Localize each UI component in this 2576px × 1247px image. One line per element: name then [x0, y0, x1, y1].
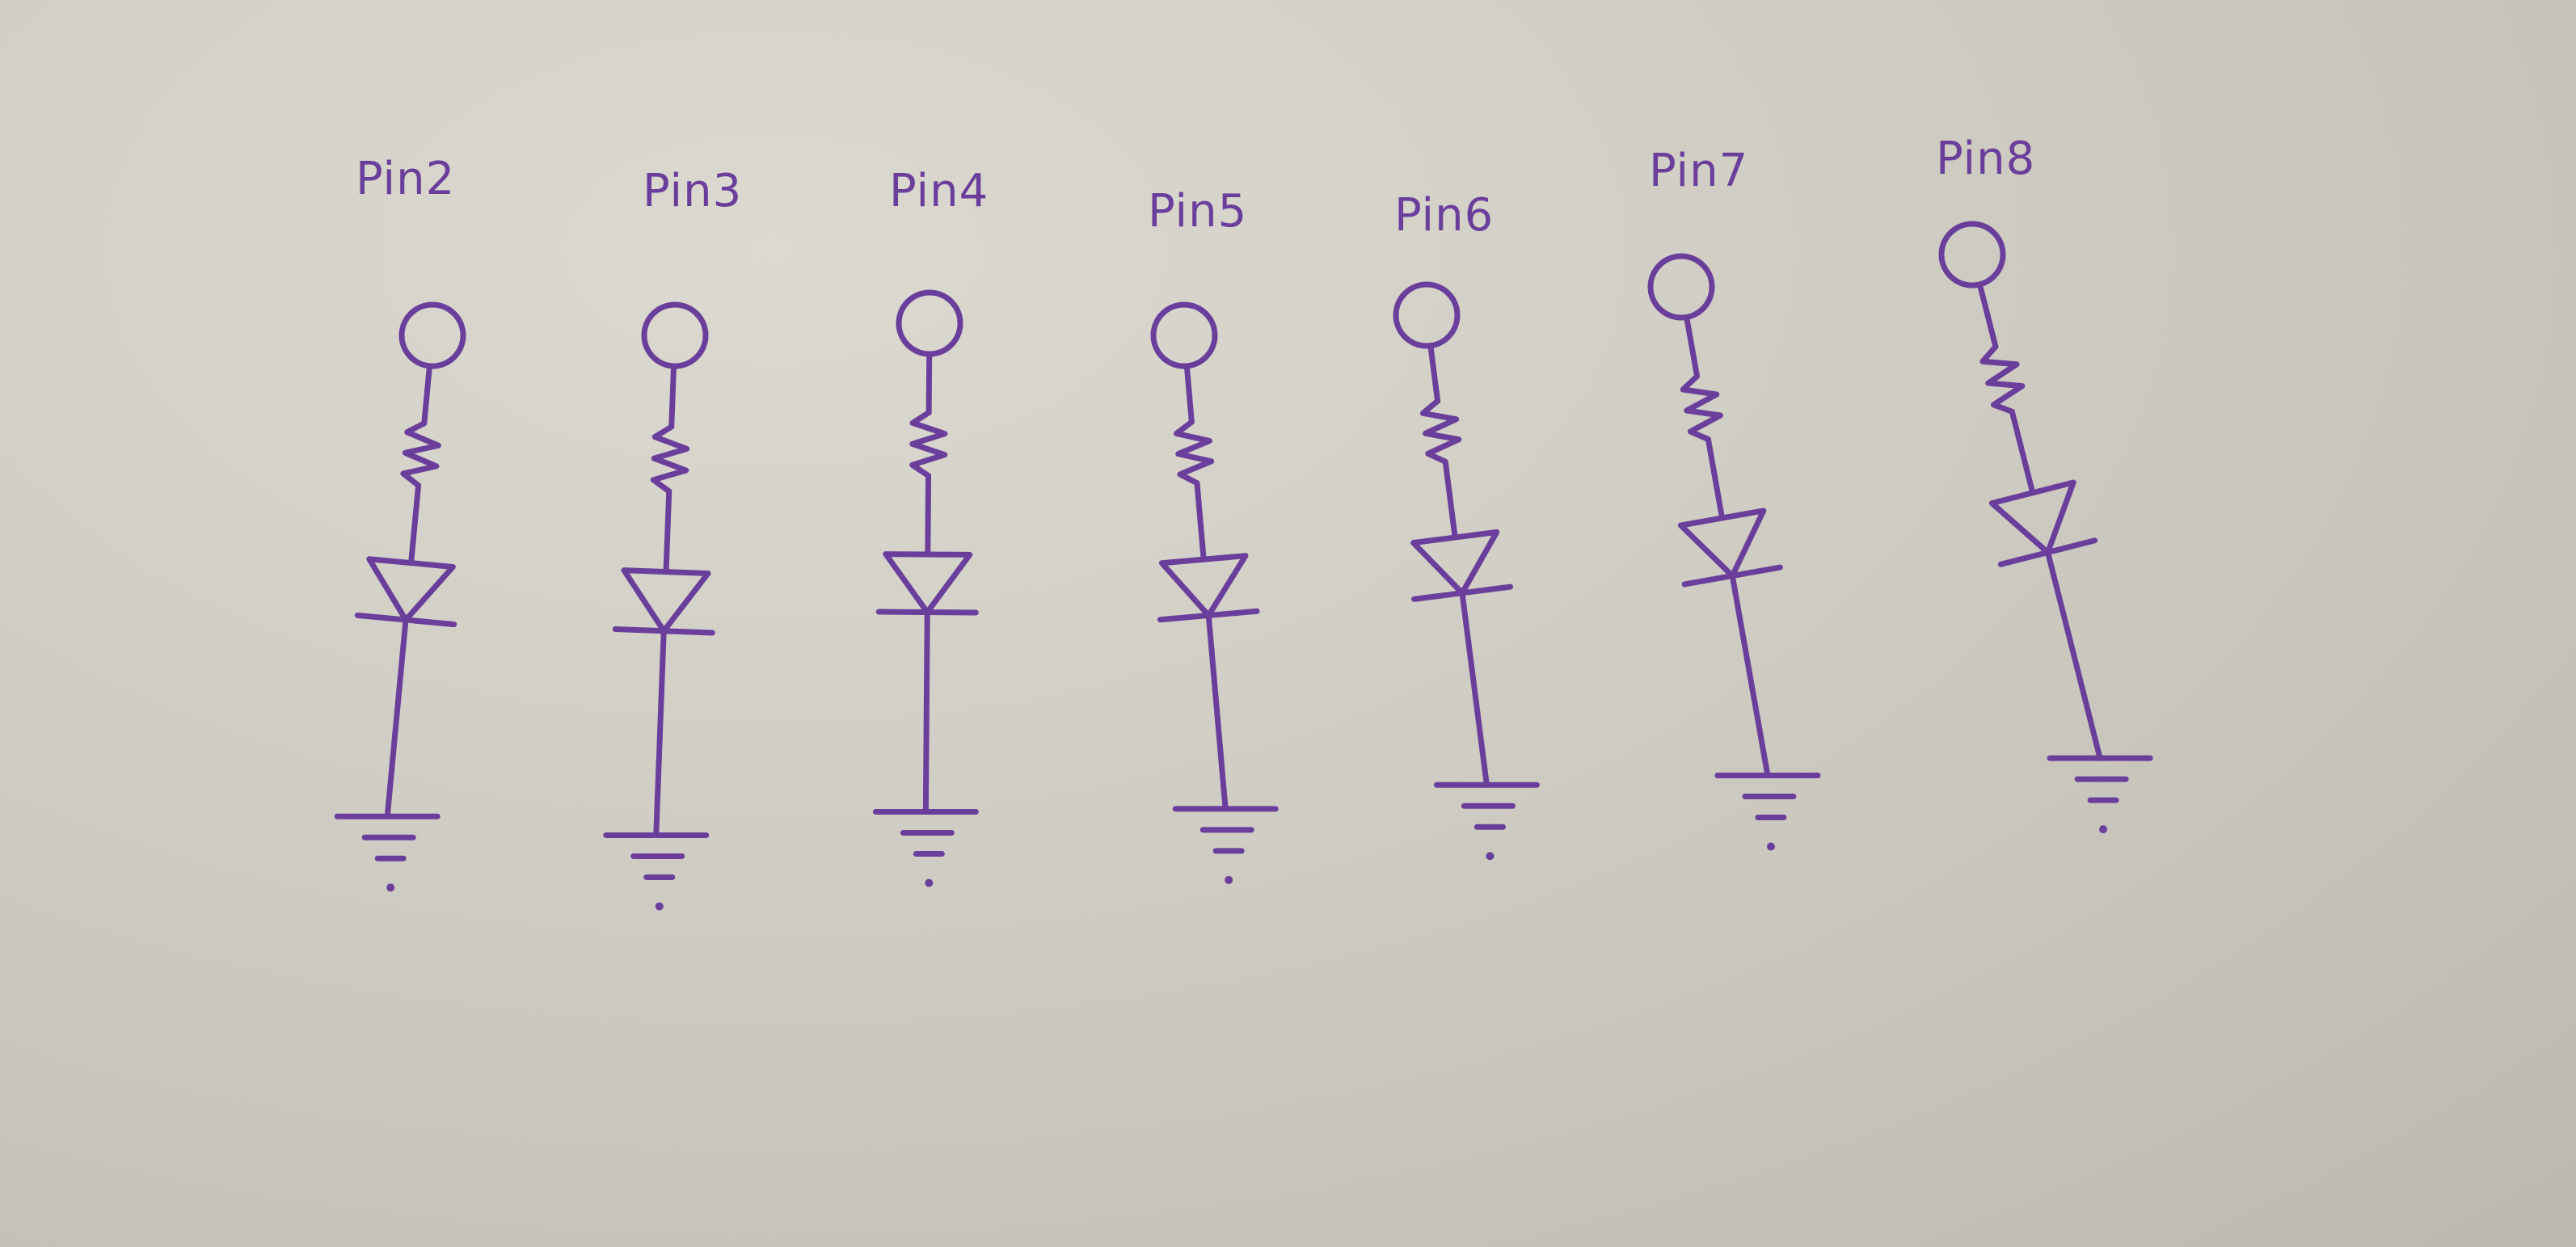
circuit-path: [872, 289, 979, 887]
wire: [384, 617, 409, 819]
pin-label: Pin4: [889, 165, 989, 217]
resistor: [650, 423, 690, 495]
wire: [922, 609, 930, 815]
diode-triangle: [1677, 508, 1767, 579]
wire: [1183, 363, 1195, 425]
wire: [668, 363, 677, 430]
circuit-path: [603, 301, 715, 911]
ground-dot: [1225, 875, 1233, 884]
diode-triangle: [1410, 529, 1500, 596]
circuit-pin3: Pin3: [603, 165, 742, 911]
wire: [925, 473, 932, 558]
terminal-circle: [1393, 281, 1461, 349]
ground-dot: [2099, 825, 2108, 834]
wire: [1684, 314, 1701, 379]
wire: [1459, 590, 1490, 788]
wire: [1205, 613, 1229, 812]
diode-triangle: [366, 556, 456, 623]
diode-triangle: [621, 567, 711, 634]
diode-triangle: [1988, 479, 2076, 555]
resistor: [400, 420, 441, 489]
circuit-path: [1938, 221, 2153, 834]
wire: [653, 628, 667, 838]
circuit-pin5: Pin5: [1148, 185, 1279, 884]
resistor: [1680, 373, 1723, 442]
pin-label: Pin8: [1936, 133, 2035, 185]
terminal-circle: [398, 301, 466, 369]
ground-dot: [655, 902, 664, 911]
circuit-pin7: Pin7: [1647, 145, 1821, 851]
circuit-pin2: Pin2: [334, 153, 466, 892]
circuit-path: [334, 301, 466, 892]
circuit-pin8: Pin8: [1936, 133, 2153, 834]
terminal-circle: [1647, 253, 1715, 321]
wire: [925, 351, 933, 415]
diode-triangle: [883, 551, 973, 615]
wire: [1442, 458, 1458, 541]
resistor: [1419, 398, 1462, 465]
wire: [1976, 281, 1999, 350]
wire: [1705, 436, 1726, 521]
diode-triangle: [1158, 553, 1249, 618]
wire: [1427, 343, 1441, 404]
pin-label: Pin7: [1649, 145, 1748, 197]
circuit-path: [1393, 281, 1540, 861]
terminal-circle: [1938, 221, 2006, 289]
resistor: [909, 410, 948, 478]
wire: [1729, 573, 1771, 778]
circuit-pin4: Pin4: [872, 165, 989, 887]
terminal-circle: [896, 289, 963, 357]
ground-dot: [1766, 842, 1775, 851]
terminal-circle: [641, 301, 709, 369]
pin-label: Pin3: [643, 165, 742, 217]
wire: [2009, 408, 2036, 496]
circuit-path: [1647, 253, 1821, 851]
pin-label: Pin5: [1148, 185, 1247, 238]
pin-label: Pin6: [1394, 189, 1494, 242]
wire: [1194, 480, 1207, 562]
circuit-path: [1150, 301, 1279, 884]
wire: [2045, 550, 2103, 761]
circuit-pin6: Pin6: [1393, 189, 1540, 861]
terminal-circle: [1150, 301, 1218, 369]
wire: [408, 482, 422, 567]
resistor: [1979, 343, 2026, 415]
pin-label: Pin2: [356, 153, 455, 205]
ground-dot: [386, 883, 395, 892]
resistor: [1174, 419, 1215, 487]
ground-dot: [925, 878, 934, 887]
wire: [663, 488, 672, 575]
ground-dot: [1486, 852, 1495, 861]
wire: [421, 363, 432, 427]
